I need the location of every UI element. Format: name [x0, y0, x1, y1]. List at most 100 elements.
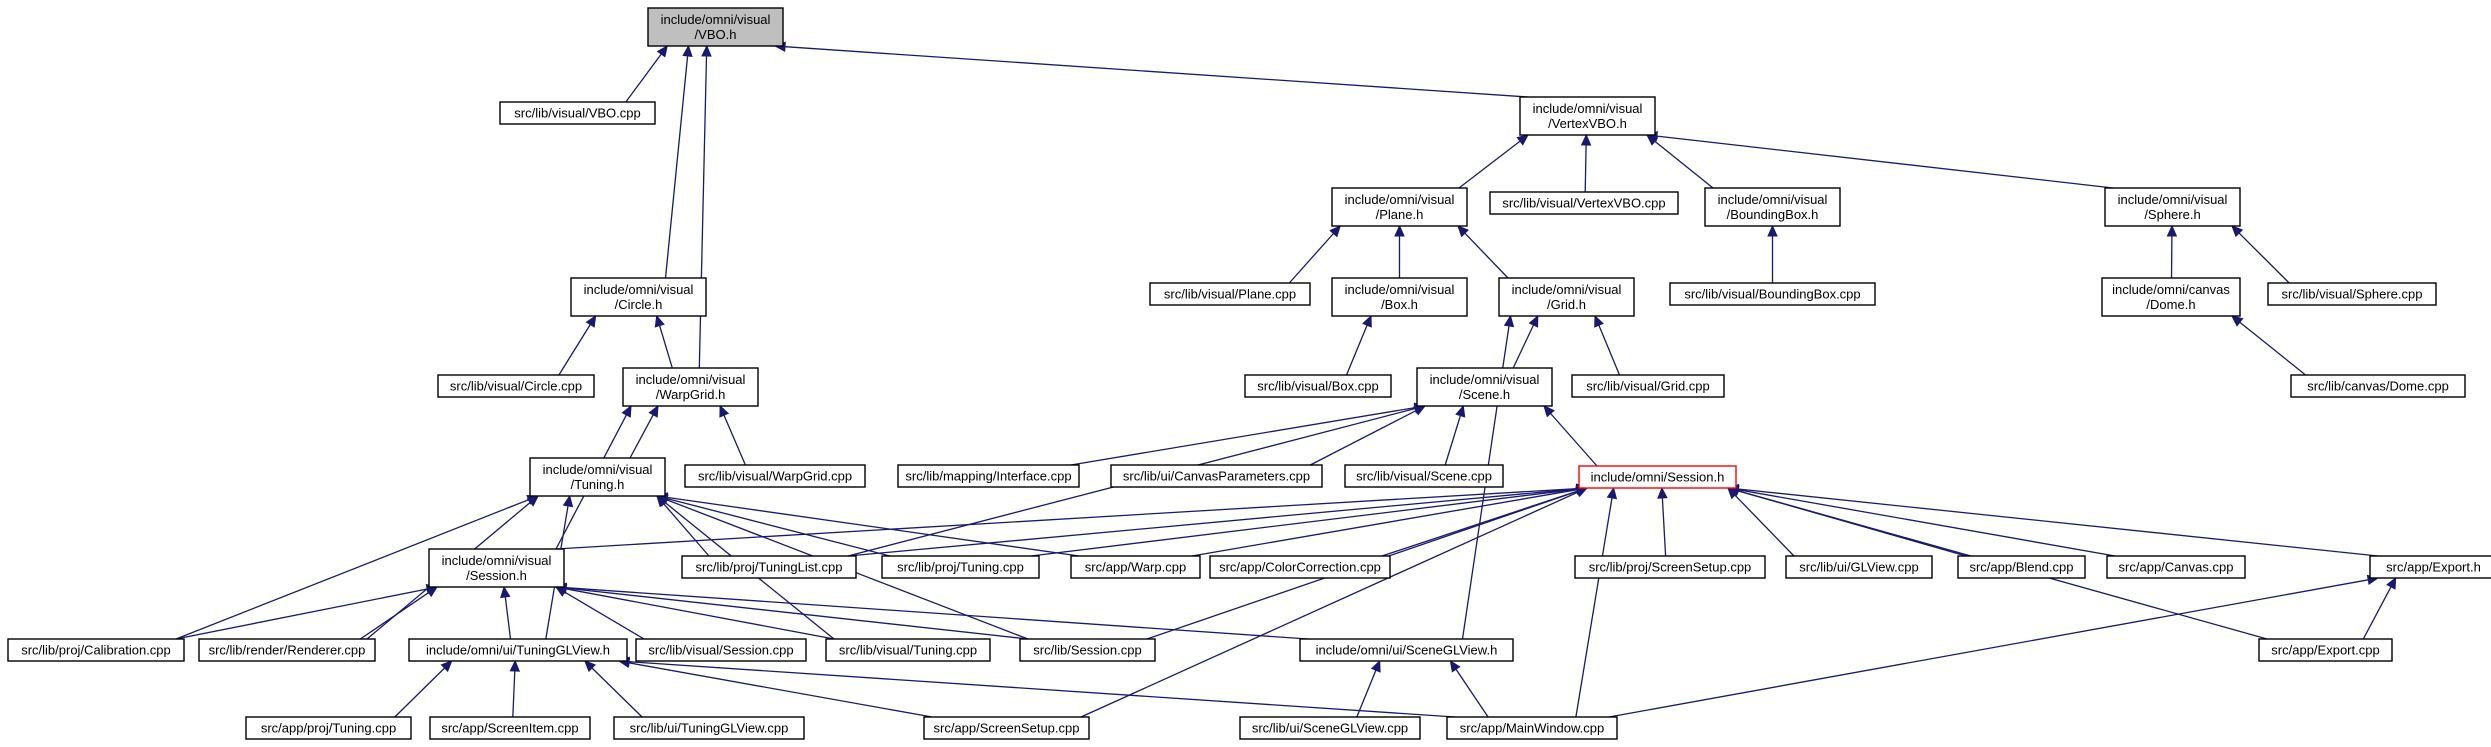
node-box	[1704, 187, 1841, 227]
node-tuningglview-h[interactable]: include/omni/ui/TuningGLView.h	[408, 638, 628, 662]
edge-screensetup-lib-cpp-to-omni-session-h	[1657, 486, 1668, 557]
node-blend-cpp[interactable]: src/app/Blend.cpp	[1957, 555, 2086, 579]
node-label: src/app/Canvas.cpp	[2119, 560, 2234, 575]
node-screensetup-lib-cpp[interactable]: src/lib/proj/ScreenSetup.cpp	[1574, 555, 1766, 579]
node-colorcorrection-cpp[interactable]: src/app/ColorCorrection.cpp	[1209, 555, 1391, 579]
node-tuningglview-cpp[interactable]: src/lib/ui/TuningGLView.cpp	[613, 716, 805, 740]
edge-line	[564, 591, 645, 640]
edge-line	[565, 588, 835, 640]
node-boundingbox-cpp[interactable]: src/lib/visual/BoundingBox.cpp	[1669, 282, 1876, 306]
node-warpgrid-h[interactable]: include/omni/visual/WarpGrid.h	[622, 367, 759, 407]
node-box	[1578, 465, 1737, 489]
node-dome-h[interactable]: include/omni/canvas/Dome.h	[2101, 277, 2241, 317]
node-vbo-h[interactable]: include/omni/visual/VBO.h	[647, 7, 784, 47]
node-warp-cpp[interactable]: src/app/Warp.cpp	[1070, 555, 1201, 579]
node-scene-h[interactable]: include/omni/visual/Scene.h	[1416, 367, 1553, 407]
node-vbo-cpp[interactable]: src/lib/visual/VBO.cpp	[499, 101, 656, 125]
edge-warpgrid-h-to-circle-h	[654, 314, 673, 369]
node-vertexvbo-h[interactable]: include/omni/visual/VertexVBO.h	[1519, 96, 1656, 136]
node-visual-session-cpp[interactable]: src/lib/visual/Session.cpp	[635, 638, 807, 662]
node-vertexvbo-cpp[interactable]: src/lib/visual/VertexVBO.cpp	[1489, 191, 1679, 215]
edge-line	[1310, 410, 1417, 466]
node-visual-tuning-cpp[interactable]: src/lib/visual/Tuning.cpp	[825, 638, 991, 662]
node-label: src/lib/visual/Grid.cpp	[1586, 379, 1710, 394]
node-label: include/omni/visual	[1430, 372, 1540, 387]
edge-mainwindow-cpp-to-tuningglview-h	[617, 656, 1456, 718]
node-box	[428, 548, 565, 588]
node-box	[1209, 555, 1391, 579]
node-plane-h[interactable]: include/omni/visual/Plane.h	[1331, 187, 1468, 227]
node-renderer-cpp[interactable]: src/lib/render/Renderer.cpp	[198, 638, 376, 662]
edge-arrowhead	[1455, 404, 1466, 418]
node-circle-h[interactable]: include/omni/visual/Circle.h	[570, 277, 707, 317]
edge-arrowhead	[584, 660, 596, 673]
node-box-cpp[interactable]: src/lib/visual/Box.cpp	[1244, 374, 1392, 398]
node-calibration-cpp[interactable]: src/lib/proj/Calibration.cpp	[7, 638, 185, 662]
node-box	[437, 374, 595, 398]
node-tuning-h[interactable]: include/omni/visual/Tuning.h	[529, 457, 666, 497]
node-dome-cpp[interactable]: src/lib/canvas/Dome.cpp	[2290, 374, 2466, 398]
edge-line	[1191, 489, 1578, 557]
node-canvasparams-cpp[interactable]: src/lib/ui/CanvasParameters.cpp	[1110, 464, 1323, 488]
node-sceneglview-cpp[interactable]: src/lib/ui/SceneGLView.cpp	[1239, 716, 1421, 740]
edge-grid-cpp-to-grid-h	[1594, 314, 1621, 376]
node-app-proj-tuning-cpp[interactable]: src/app/proj/Tuning.cpp	[245, 716, 412, 740]
node-warpgrid-cpp[interactable]: src/lib/visual/WarpGrid.cpp	[684, 464, 866, 488]
edge-tuninglist-cpp-to-tuning-h	[656, 495, 710, 557]
node-box	[1239, 716, 1421, 740]
edge-line	[1661, 497, 1667, 557]
node-label: src/lib/mapping/Interface.cpp	[905, 469, 1071, 484]
node-session-cpp[interactable]: src/lib/Session.cpp	[1019, 638, 1156, 662]
edge-line	[1598, 324, 1621, 376]
node-label: /Tuning.h	[571, 477, 625, 492]
node-canvas-cpp[interactable]: src/app/Canvas.cpp	[2106, 555, 2246, 579]
node-label: src/app/MainWindow.cpp	[1460, 721, 1605, 736]
edge-line	[591, 667, 643, 718]
node-tuninglist-cpp[interactable]: src/lib/proj/TuningList.cpp	[681, 555, 857, 579]
node-omni-session-h[interactable]: include/omni/Session.h	[1578, 465, 1737, 489]
node-export-cpp[interactable]: src/app/Export.cpp	[2258, 638, 2393, 662]
node-proj-tuning-cpp[interactable]: src/lib/proj/Tuning.cpp	[881, 555, 1040, 579]
node-sphere-cpp[interactable]: src/lib/visual/Sphere.cpp	[2267, 282, 2437, 306]
node-circle-cpp[interactable]: src/lib/visual/Circle.cpp	[437, 374, 595, 398]
node-sphere-h[interactable]: include/omni/visual/Sphere.h	[2104, 187, 2241, 227]
node-interface-cpp[interactable]: src/lib/mapping/Interface.cpp	[897, 464, 1080, 488]
node-scene-cpp[interactable]: src/lib/visual/Scene.cpp	[1344, 464, 1504, 488]
node-grid-cpp[interactable]: src/lib/visual/Grid.cpp	[1571, 374, 1725, 398]
edge-line	[565, 587, 1029, 640]
node-boundingbox-h[interactable]: include/omni/visual/BoundingBox.h	[1704, 187, 1841, 227]
node-box	[1489, 191, 1679, 215]
node-label: /Plane.h	[1376, 207, 1424, 222]
node-glview-cpp[interactable]: src/lib/ui/GLView.cpp	[1785, 555, 1933, 579]
edge-arrowhead	[1449, 659, 1461, 673]
node-visual-session-h[interactable]: include/omni/visual/Session.h	[428, 548, 565, 588]
edge-line	[625, 53, 662, 103]
node-label: src/lib/ui/CanvasParameters.cpp	[1123, 469, 1310, 484]
node-label: include/omni/visual	[1512, 282, 1622, 297]
node-mainwindow-cpp[interactable]: src/app/MainWindow.cpp	[1446, 716, 1618, 740]
node-screensetup-app-cpp[interactable]: src/app/ScreenSetup.cpp	[923, 716, 1090, 740]
node-box-h[interactable]: include/omni/visual/Box.h	[1331, 277, 1468, 317]
node-label: src/lib/visual/Circle.cpp	[450, 379, 582, 394]
node-grid-h[interactable]: include/omni/visual/Grid.h	[1498, 277, 1635, 317]
node-sceneglview-h[interactable]: include/omni/ui/SceneGLView.h	[1299, 638, 1514, 662]
node-box	[198, 638, 376, 662]
node-label: src/lib/ui/TuningGLView.cpp	[630, 721, 789, 736]
node-plane-cpp[interactable]: src/lib/visual/Plane.cpp	[1149, 282, 1311, 306]
node-label: src/lib/proj/TuningList.cpp	[696, 560, 843, 575]
node-box	[2104, 187, 2241, 227]
edge-calibration-cpp-to-visual-session-h	[175, 583, 439, 640]
node-box	[408, 638, 628, 662]
node-box	[2369, 555, 2491, 579]
edge-line	[555, 487, 1578, 550]
node-box	[1957, 555, 2086, 579]
node-label: /BoundingBox.h	[1727, 207, 1819, 222]
node-box	[1344, 464, 1504, 488]
node-export-h[interactable]: src/app/Export.h	[2369, 555, 2491, 579]
node-label: /WarpGrid.h	[656, 387, 726, 402]
node-label: include/omni/visual	[661, 12, 771, 27]
node-box	[2267, 282, 2437, 306]
edge-warpgrid-h-to-vbo-h	[698, 44, 712, 369]
edge-screensetup-app-cpp-to-tuningglview-h	[617, 657, 933, 718]
node-screenitem-cpp[interactable]: src/app/ScreenItem.cpp	[429, 716, 591, 740]
